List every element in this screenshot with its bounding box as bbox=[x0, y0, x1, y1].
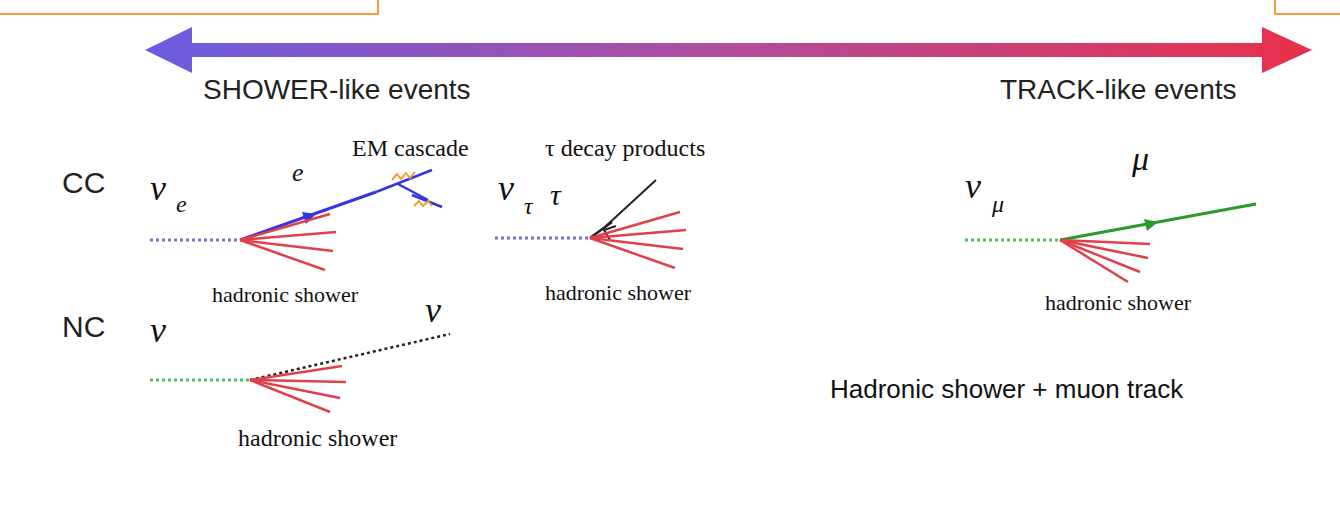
particle-symbol: e bbox=[292, 160, 304, 186]
shower-label: hadronic shower bbox=[212, 284, 358, 306]
outgoing-neutrino-line bbox=[250, 334, 450, 380]
photon-wiggle bbox=[414, 201, 432, 206]
process-label: EM cascade bbox=[352, 136, 469, 160]
interaction-label: CC bbox=[62, 168, 105, 198]
flavour-subscript: e bbox=[176, 192, 187, 216]
category-label: SHOWER-like events bbox=[203, 76, 471, 104]
hadronic-shower-lines bbox=[590, 212, 686, 268]
neutrino-line bbox=[150, 239, 240, 242]
neutrino-symbol: ν bbox=[425, 292, 441, 328]
neutrino-line bbox=[965, 239, 1060, 242]
neutrino-symbol: ν bbox=[150, 312, 166, 348]
category-label: TRACK-like events bbox=[1000, 76, 1237, 104]
hadronic-shower-lines bbox=[250, 366, 346, 412]
shower-label: hadronic shower bbox=[1045, 292, 1191, 314]
neutrino-symbol: ν bbox=[965, 168, 981, 204]
hadronic-shower-lines bbox=[1060, 240, 1150, 282]
neutrino-line bbox=[495, 237, 590, 240]
tau-decay-line bbox=[606, 180, 656, 226]
gradient-double-arrow bbox=[145, 27, 1312, 73]
summary-note: Hadronic shower + muon track bbox=[830, 376, 1183, 402]
particle-symbol: μ bbox=[1132, 142, 1149, 176]
cropped-box bbox=[1275, 0, 1340, 14]
cropped-box bbox=[0, 0, 378, 14]
interaction-label: NC bbox=[62, 312, 105, 342]
photon-wiggle bbox=[392, 172, 415, 180]
shower-label: hadronic shower bbox=[545, 282, 691, 304]
muon-arrow bbox=[1144, 219, 1158, 231]
hadronic-shower-lines bbox=[240, 214, 336, 270]
neutrino-line bbox=[150, 379, 250, 382]
flavour-subscript: μ bbox=[992, 192, 1004, 216]
neutrino-symbol: ν bbox=[150, 170, 166, 206]
neutrino-symbol: ν bbox=[498, 170, 514, 206]
electron-line bbox=[240, 192, 376, 240]
process-label: τ decay products bbox=[545, 136, 705, 160]
muon-track bbox=[1060, 204, 1256, 240]
shower-label: hadronic shower bbox=[238, 426, 397, 450]
flavour-subscript: τ bbox=[524, 194, 533, 218]
em-cascade bbox=[376, 170, 442, 207]
particle-symbol: τ bbox=[550, 180, 561, 210]
